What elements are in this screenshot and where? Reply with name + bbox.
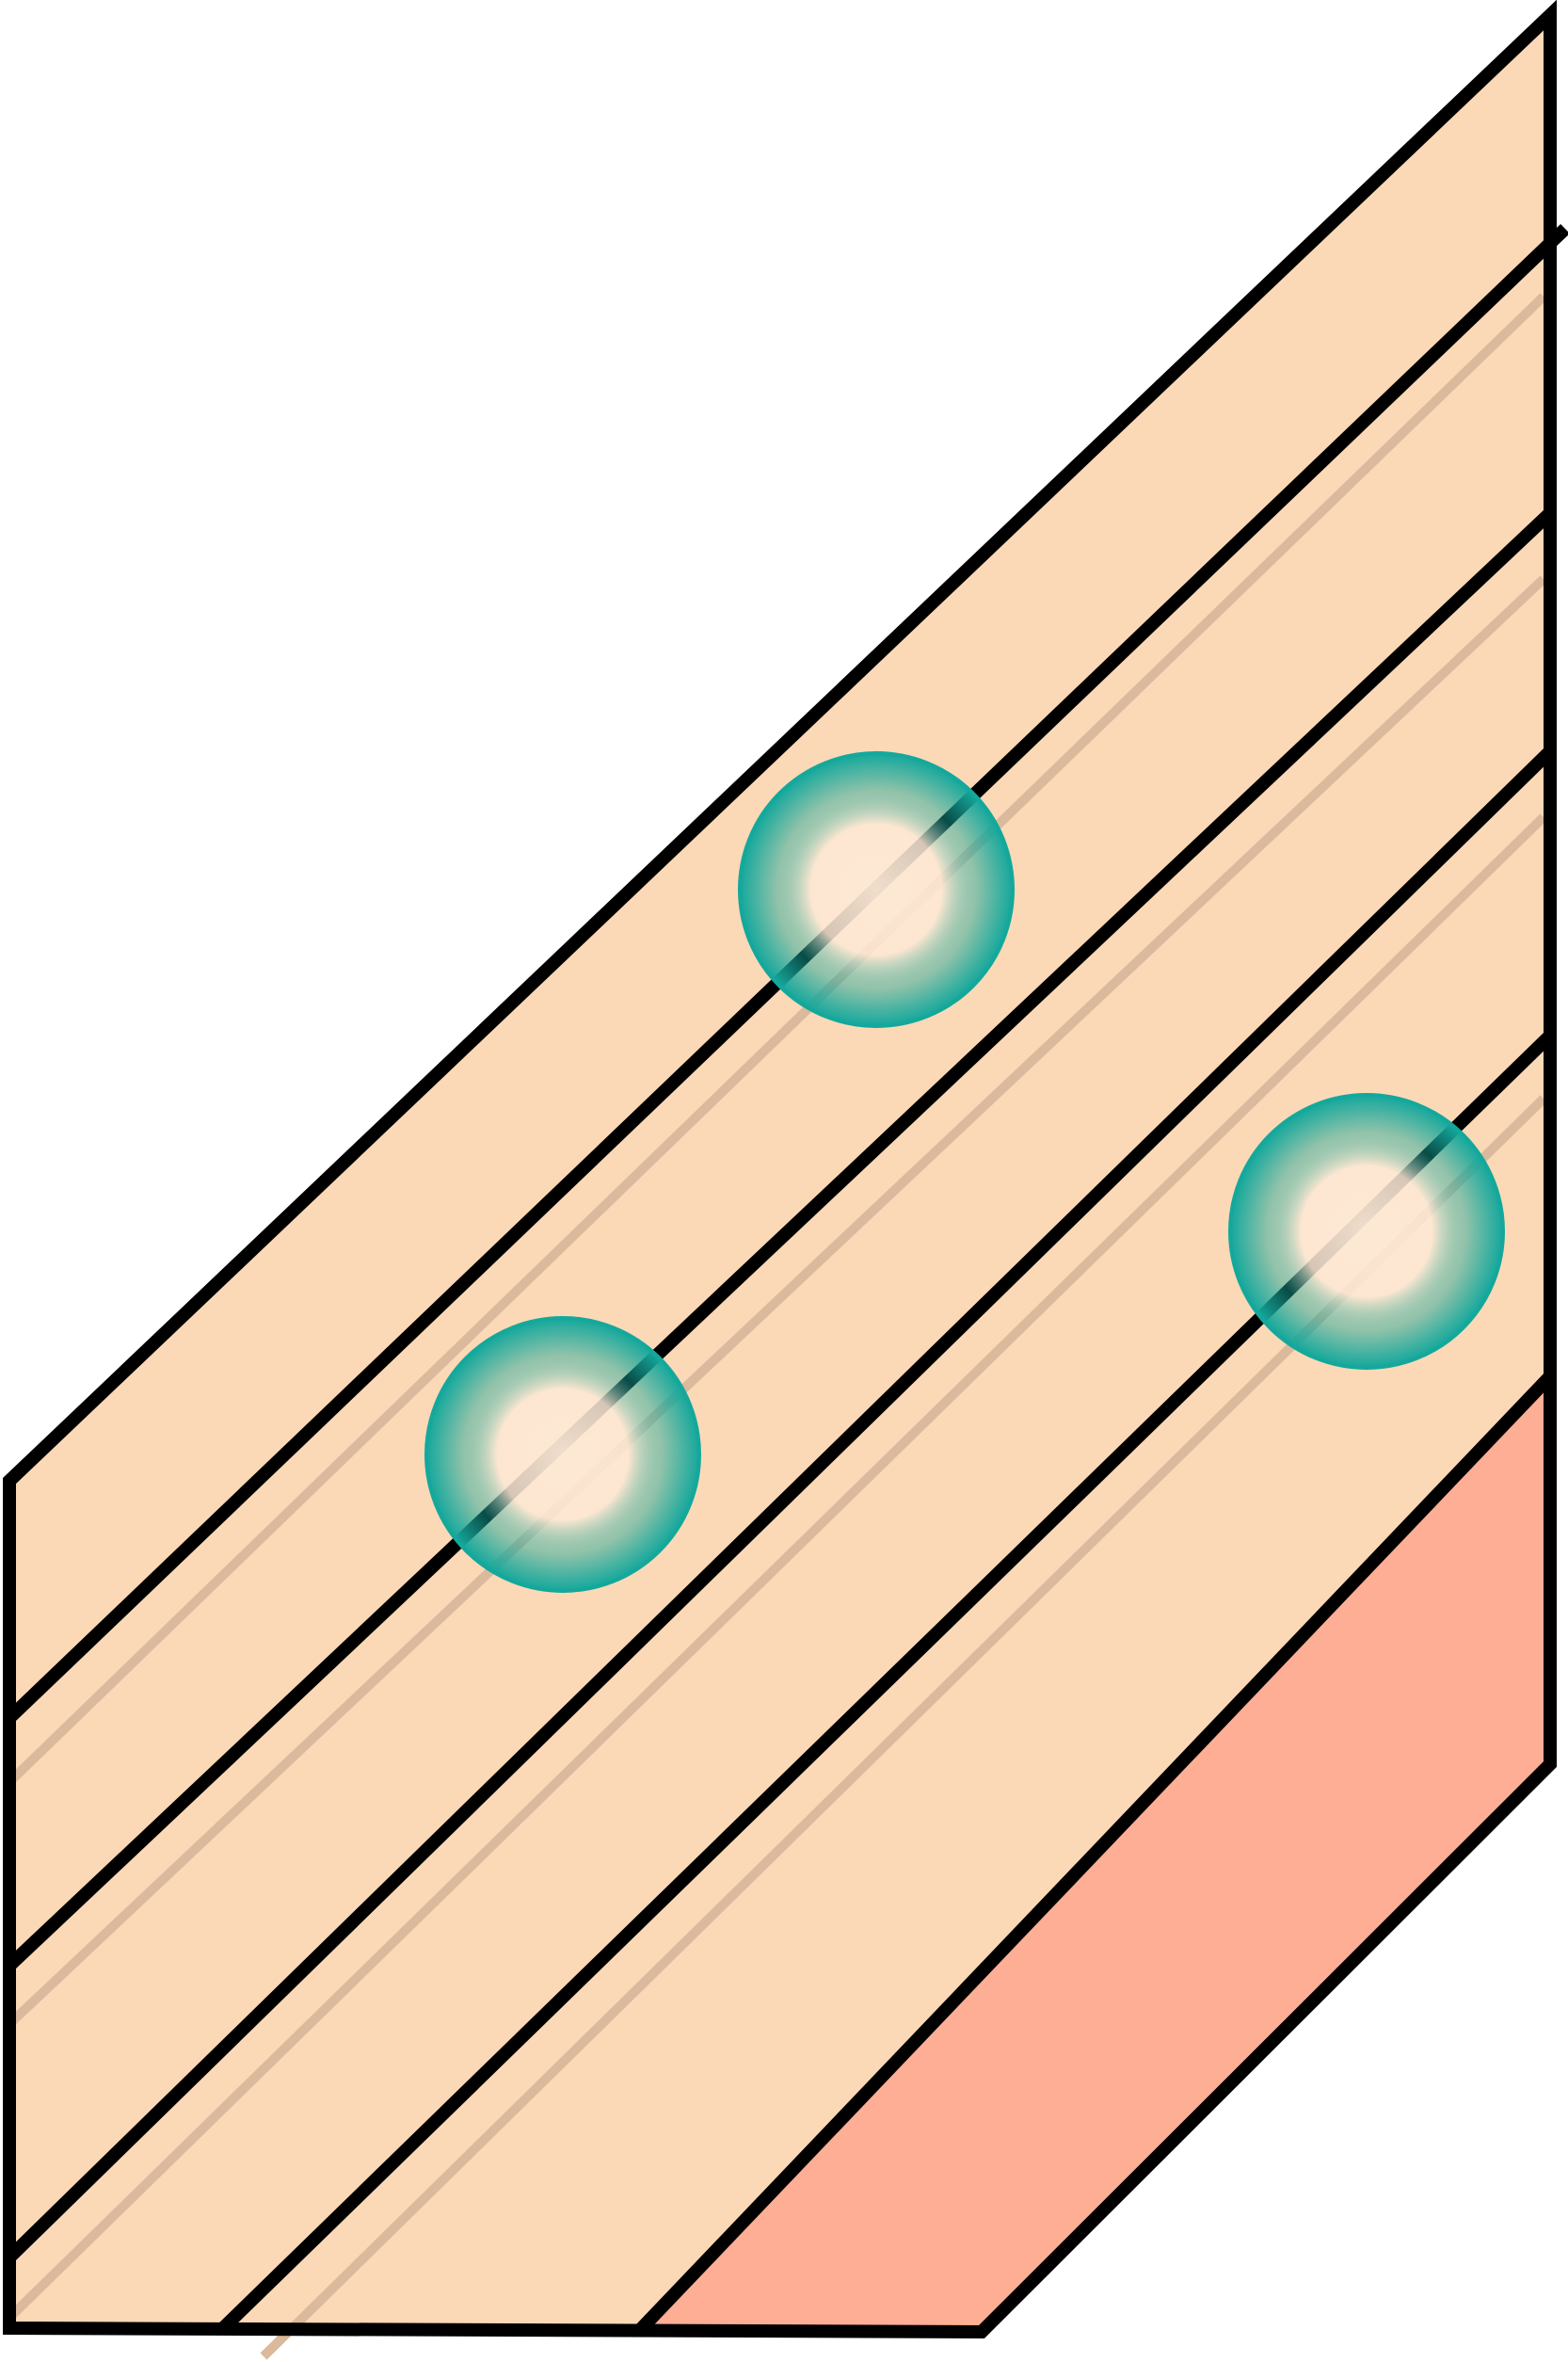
particle-1 [738,751,1015,1028]
boundary-line-5 [634,1372,1556,2335]
slab-body [9,15,1550,2332]
particle-3 [1228,1093,1505,1370]
boundary-line-3 [5,746,1555,2263]
inner-line-1 [6,293,1547,1786]
particle-2 [424,1316,701,1593]
inner-line-3 [6,813,1547,2322]
inner-line-2 [6,575,1547,2028]
particle-group [424,751,1505,1593]
slab-outline [3,0,1557,2339]
boundary-line-2 [5,507,1555,1971]
